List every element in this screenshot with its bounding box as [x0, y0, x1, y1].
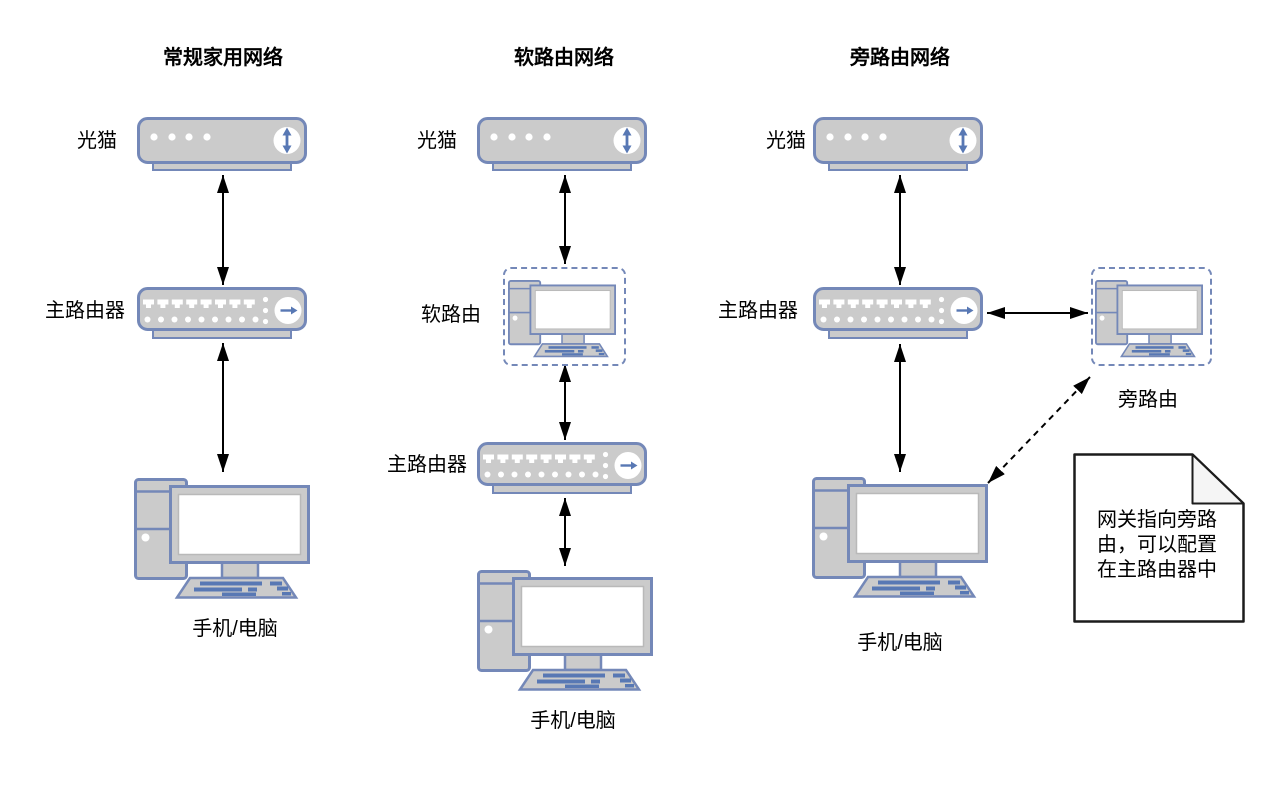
modem-icon — [137, 117, 307, 172]
soft-network-title: 软路由网络 — [514, 47, 614, 69]
modem-label: 光猫 — [77, 130, 117, 152]
soft-router-box — [503, 267, 626, 366]
modem-icon — [477, 117, 647, 172]
side-router-icon — [1095, 280, 1203, 358]
note-text-line: 由，可以配置 — [1097, 534, 1217, 556]
side-router-box — [1091, 267, 1212, 366]
client-pc-icon — [812, 477, 988, 599]
dashed-arrow-client-siderouter — [987, 376, 1091, 484]
main-router-label: 主路由器 — [45, 300, 125, 322]
client-pc-icon — [134, 478, 310, 600]
soft-router-icon — [508, 280, 616, 358]
main-router-label: 主路由器 — [387, 454, 467, 476]
main-router-icon — [137, 287, 307, 340]
note-text: 网关指向旁路 由，可以配置 在主路由器中 — [1097, 508, 1229, 583]
modem-label: 光猫 — [417, 130, 457, 152]
side-network-title: 旁路由网络 — [850, 47, 950, 69]
note-fold — [1191, 453, 1245, 505]
main-router-label: 主路由器 — [718, 300, 798, 322]
main-router-icon — [813, 287, 983, 340]
client-pc-icon — [477, 570, 653, 692]
soft-router-label: 软路由 — [421, 304, 481, 326]
main-router-icon — [477, 442, 647, 495]
client-pc-label: 手机/电脑 — [192, 618, 278, 640]
note-text-line: 网关指向旁路 — [1097, 509, 1217, 531]
regular-network-title: 常规家用网络 — [163, 47, 283, 69]
client-pc-label: 手机/电脑 — [857, 632, 943, 654]
note-box — [1073, 453, 1245, 623]
note-text-line: 在主路由器中 — [1097, 559, 1217, 581]
side-router-label: 旁路由 — [1118, 389, 1178, 411]
client-pc-label: 手机/电脑 — [530, 710, 616, 732]
modem-icon — [813, 117, 983, 172]
modem-label: 光猫 — [766, 130, 806, 152]
